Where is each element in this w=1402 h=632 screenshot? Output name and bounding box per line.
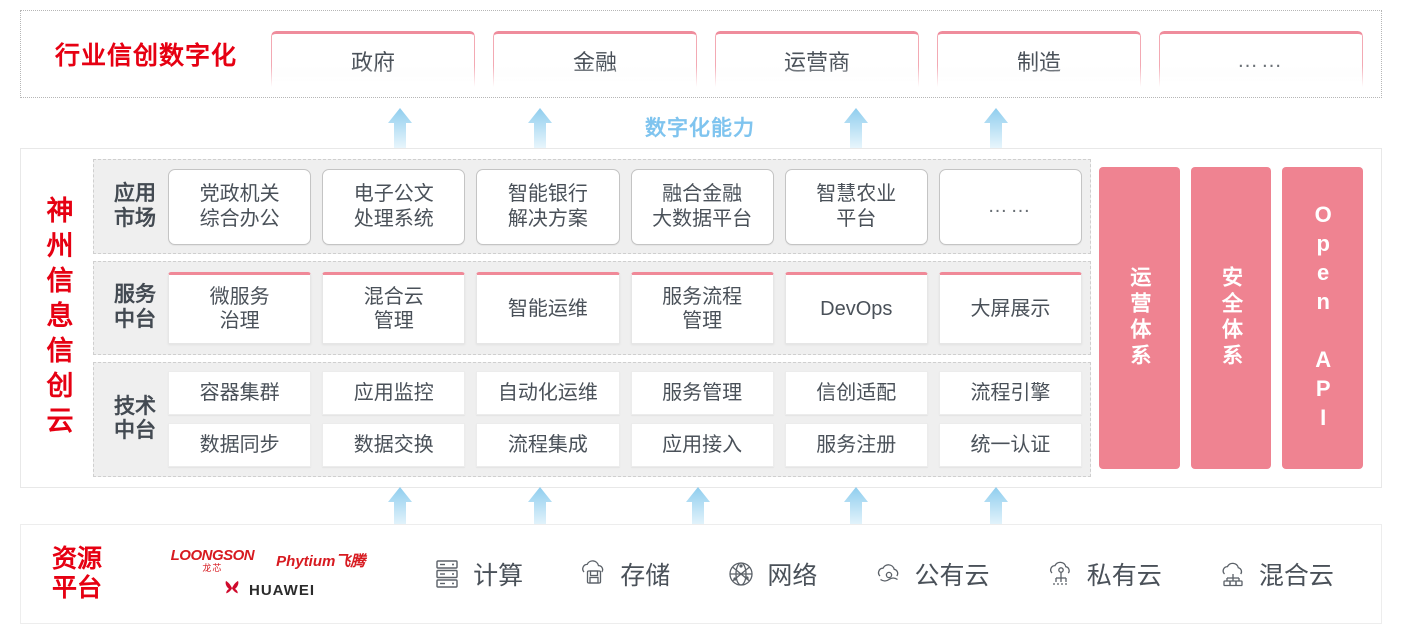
technology-card-row-2: 数据同步 数据交换 流程集成 应用接入 服务注册 统一认证 [168, 423, 1083, 468]
industry-band-title: 行业信创数字化 [54, 42, 237, 70]
pillar-label: Open API [1310, 202, 1336, 434]
resource-item-public-cloud[interactable]: 公有云 [872, 556, 990, 592]
up-arrow-icon [838, 487, 874, 527]
up-arrow-icon [382, 108, 418, 148]
service-card-devops[interactable]: DevOps [784, 272, 928, 345]
industry-card-label: 政府 [350, 49, 395, 75]
industry-card-telecom[interactable]: 运营商 [715, 31, 919, 87]
layer-application-market: 应用 市场 党政机关 综合办公 电子公文 处理系统 [93, 159, 1091, 255]
app-card-finance-bigdata[interactable]: 融合金融 大数据平台 [630, 168, 774, 245]
private-cloud-icon [1044, 557, 1078, 591]
up-arrow-icon [522, 108, 558, 148]
industry-card-label: 金融 [572, 49, 617, 75]
application-card-list: 党政机关 综合办公 电子公文 处理系统 智能银行 解决方案 [168, 168, 1083, 245]
app-card-edoc-system[interactable]: 电子公文 处理系统 [322, 168, 466, 245]
digital-capability-label: 数字化能力 [645, 117, 755, 140]
pillar-security-system[interactable]: 安全体系 [1190, 167, 1272, 469]
resource-item-label: 公有云 [914, 562, 990, 590]
tech-card-data-exchange[interactable]: 数据交换 [322, 423, 466, 468]
vertical-pillar-group: 运营体系 安全体系 Open API [1091, 149, 1381, 487]
cloud-platform-container: 神州信息信创云 应用 市场 党政机关 综合办公 电子公文 处理系统 [20, 148, 1382, 488]
tech-card-service-registry[interactable]: 服务注册 [784, 423, 928, 468]
resource-platform-title: 资源 平台 [51, 545, 102, 602]
tech-card-application-monitoring[interactable]: 应用监控 [322, 371, 466, 416]
up-arrow-icon [522, 487, 558, 527]
cloud-platform-title-text: 神州信息信创云 [42, 195, 73, 441]
app-card-more[interactable]: …… [938, 168, 1083, 245]
vendor-logo-row-2: HUAWEI [221, 580, 315, 601]
industry-card-manufacturing[interactable]: 制造 [937, 31, 1141, 87]
tech-card-application-access[interactable]: 应用接入 [630, 423, 774, 468]
public-cloud-icon [872, 557, 906, 591]
industry-digitalization-band: 行业信创数字化 政府 金融 运营商 制造 …… [20, 10, 1382, 98]
layer-label-technology-platform: 技术 中台 [114, 394, 156, 443]
up-arrow-icon [382, 487, 418, 527]
cloud-storage-icon [577, 557, 611, 591]
vendor-logo-group: LOONGSON 龙芯 Phytium飞腾 HUAWEI [133, 548, 403, 601]
resource-item-storage[interactable]: 存储 [577, 556, 670, 592]
tech-card-service-management[interactable]: 服务管理 [630, 371, 774, 416]
tech-card-automated-ops[interactable]: 自动化运维 [476, 371, 620, 416]
industry-card-government[interactable]: 政府 [271, 31, 475, 87]
up-arrow-icon [978, 108, 1014, 148]
up-arrow-icon [838, 108, 874, 148]
service-card-microservice-governance[interactable]: 微服务 治理 [168, 272, 312, 345]
server-rack-icon [430, 557, 464, 591]
technology-card-row-1: 容器集群 应用监控 自动化运维 服务管理 信创适配 流程引擎 [168, 371, 1083, 416]
pillar-operations-system[interactable]: 运营体系 [1099, 167, 1180, 469]
tech-card-process-engine[interactable]: 流程引擎 [938, 371, 1083, 416]
resource-item-label: 混合云 [1258, 562, 1334, 590]
hybrid-cloud-icon [1216, 557, 1250, 591]
loongson-logo: LOONGSON 龙芯 [170, 546, 255, 573]
network-globe-icon [724, 557, 758, 591]
industry-card-finance[interactable]: 金融 [493, 31, 697, 87]
resource-item-hybrid-cloud[interactable]: 混合云 [1216, 556, 1334, 592]
resource-item-label: 私有云 [1086, 562, 1162, 590]
huawei-petal-icon [221, 580, 243, 601]
tech-card-process-integration[interactable]: 流程集成 [476, 423, 620, 468]
layer-label-application-market: 应用 市场 [114, 181, 156, 230]
huawei-logo: HUAWEI [221, 580, 315, 601]
resource-item-private-cloud[interactable]: 私有云 [1044, 556, 1162, 592]
layer-service-platform: 服务 中台 微服务 治理 混合云 管理 [93, 261, 1091, 355]
resource-item-compute[interactable]: 计算 [430, 556, 523, 592]
resource-item-label: 存储 [620, 562, 671, 590]
service-card-service-process-management[interactable]: 服务流程 管理 [630, 272, 774, 345]
app-card-smart-bank[interactable]: 智能银行 解决方案 [476, 168, 620, 245]
up-arrow-icon [680, 487, 716, 527]
industry-card-label: 运营商 [783, 49, 850, 75]
tech-card-xinchuang-adaptation[interactable]: 信创适配 [784, 371, 928, 416]
tech-card-unified-authentication[interactable]: 统一认证 [938, 423, 1083, 468]
up-arrow-icon [978, 487, 1014, 527]
resource-item-list: 计算 存储 [403, 556, 1381, 592]
resource-platform-band: 资源 平台 LOONGSON 龙芯 Phytium飞腾 [20, 524, 1382, 624]
technology-card-grid: 容器集群 应用监控 自动化运维 服务管理 信创适配 流程引擎 数据同步 数据交换… [168, 371, 1083, 468]
vendor-logo-row-1: LOONGSON 龙芯 Phytium飞腾 [171, 548, 366, 573]
tech-card-container-cluster[interactable]: 容器集群 [168, 371, 312, 416]
pillar-label: 安全体系 [1219, 266, 1243, 370]
service-card-dashboard-display[interactable]: 大屏展示 [938, 272, 1083, 345]
app-card-government-office[interactable]: 党政机关 综合办公 [168, 168, 312, 245]
service-card-list: 微服务 治理 混合云 管理 智能运维 服 [168, 272, 1083, 345]
service-card-hybrid-cloud-management[interactable]: 混合云 管理 [322, 272, 466, 345]
industry-card-label: …… [1237, 48, 1285, 72]
service-card-smart-ops[interactable]: 智能运维 [476, 272, 620, 345]
pillar-open-api[interactable]: Open API [1282, 167, 1364, 469]
tech-card-data-sync[interactable]: 数据同步 [168, 423, 312, 468]
pillar-label: 运营体系 [1127, 266, 1151, 370]
phytium-logo: Phytium飞腾 [276, 552, 366, 570]
industry-card-label: 制造 [1016, 49, 1061, 75]
resource-item-label: 计算 [473, 562, 524, 590]
resource-item-label: 网络 [767, 562, 818, 590]
layer-label-service-platform: 服务 中台 [114, 283, 156, 332]
layer-technology-platform: 技术 中台 容器集群 应用监控 自动化运维 服务管理 信创适配 流程引擎 数据同… [93, 361, 1091, 477]
industry-card-list: 政府 金融 运营商 制造 …… [271, 11, 1381, 97]
cloud-layers: 应用 市场 党政机关 综合办公 电子公文 处理系统 [93, 149, 1091, 487]
cloud-platform-vertical-title: 神州信息信创云 [21, 149, 93, 487]
app-card-smart-agriculture[interactable]: 智慧农业 平台 [784, 168, 928, 245]
industry-card-more[interactable]: …… [1159, 31, 1363, 87]
resource-item-network[interactable]: 网络 [724, 556, 817, 592]
